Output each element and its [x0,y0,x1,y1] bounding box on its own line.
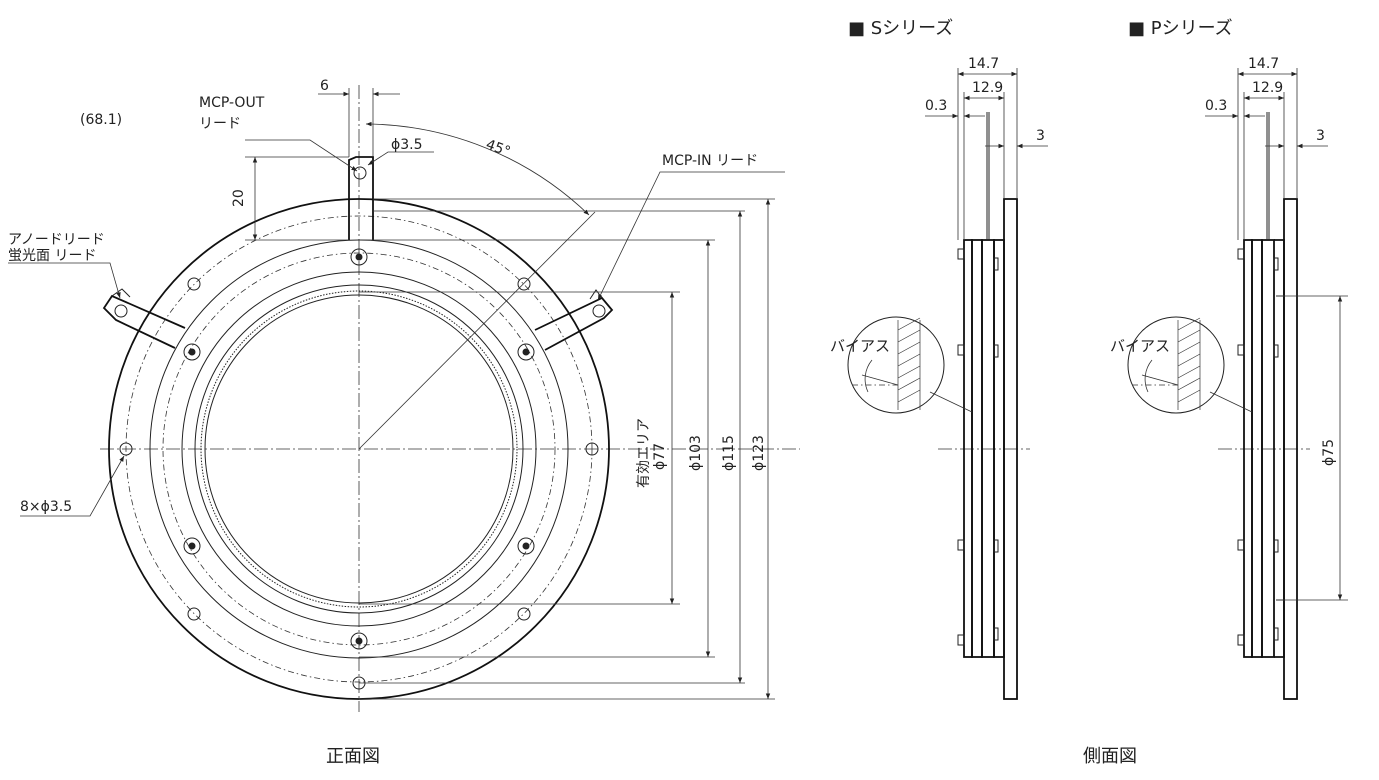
screw-icon [183,537,201,555]
p-dim-3: 3 [1316,128,1325,144]
anode-lead [102,288,186,349]
s-series-title: ■ Sシリーズ [848,18,953,39]
mcp-out-label-sub: リード [199,116,241,132]
mounting-hole [187,607,201,621]
side-view-s-series: ■ Sシリーズ 14.7 12 [830,18,1048,700]
holes-label: 8×ϕ3.5 [20,499,72,515]
s-bias-label: バイアス [830,337,890,355]
screw-icon [183,343,201,361]
inner-bolt-circle [162,252,556,646]
s-dim-0-3: 0.3 [925,98,947,114]
p-dim-0-3: 0.3 [1205,98,1227,114]
mcp-out-label: MCP-OUT [199,95,265,111]
mounting-hole [119,442,133,456]
anode-lead-label: アノードリード [8,232,105,248]
effective-area-label: 有効エリア [636,418,652,488]
dim-6: 6 [320,78,329,94]
dim-115: ϕ115 [721,435,737,471]
side-view-caption: 側面図 [1083,746,1137,767]
front-view-caption: 正面図 [326,746,380,767]
dim-123: ϕ123 [751,435,767,471]
dim-68-1: (68.1) [80,112,122,128]
side-view-p-series: ■ Pシリーズ [1110,18,1348,700]
side-screws [1237,248,1279,646]
ring-circle-inner [181,271,537,627]
s-dim-14-7: 14.7 [968,56,999,72]
screw-icon [350,632,368,650]
effective-area-circle [204,294,514,604]
p-series-title: ■ Pシリーズ [1128,18,1233,39]
s-dim-12-9: 12.9 [972,80,1003,96]
s-bias-detail: バイアス [830,316,973,414]
dim-20: 20 [231,189,247,207]
p-dim-14-7: 14.7 [1248,56,1279,72]
p-bias-label: バイアス [1110,337,1170,355]
screw-icon [350,248,368,266]
screws [183,248,535,650]
bolt-circle [125,215,593,683]
angle-45-label: 45° [484,137,513,161]
p-dim-75: ϕ75 [1321,439,1337,466]
hole-diameter-label: ϕ3.5 [391,137,423,153]
active-frame-outer [194,284,524,614]
p-dim-12-9: 12.9 [1252,80,1283,96]
front-view: MCP-OUT リード 6 (68.1) ϕ3.5 45° MCP-IN リード… [8,78,800,767]
p-bias-detail: バイアス [1110,316,1253,414]
mounting-hole [585,442,599,456]
mounting-hole [517,607,531,621]
side-screws [957,248,999,646]
dim-103: ϕ103 [688,435,704,471]
screw-icon [517,343,535,361]
mounting-hole [517,277,531,291]
phosphor-lead-label: 蛍光面 リード [8,248,96,264]
s-dim-3: 3 [1036,128,1045,144]
mcp-in-label: MCP-IN リード [662,153,758,169]
mounting-hole [187,277,201,291]
screw-icon [517,537,535,555]
serrated-ring [200,290,518,608]
effective-area-diameter: ϕ77 [652,443,668,470]
